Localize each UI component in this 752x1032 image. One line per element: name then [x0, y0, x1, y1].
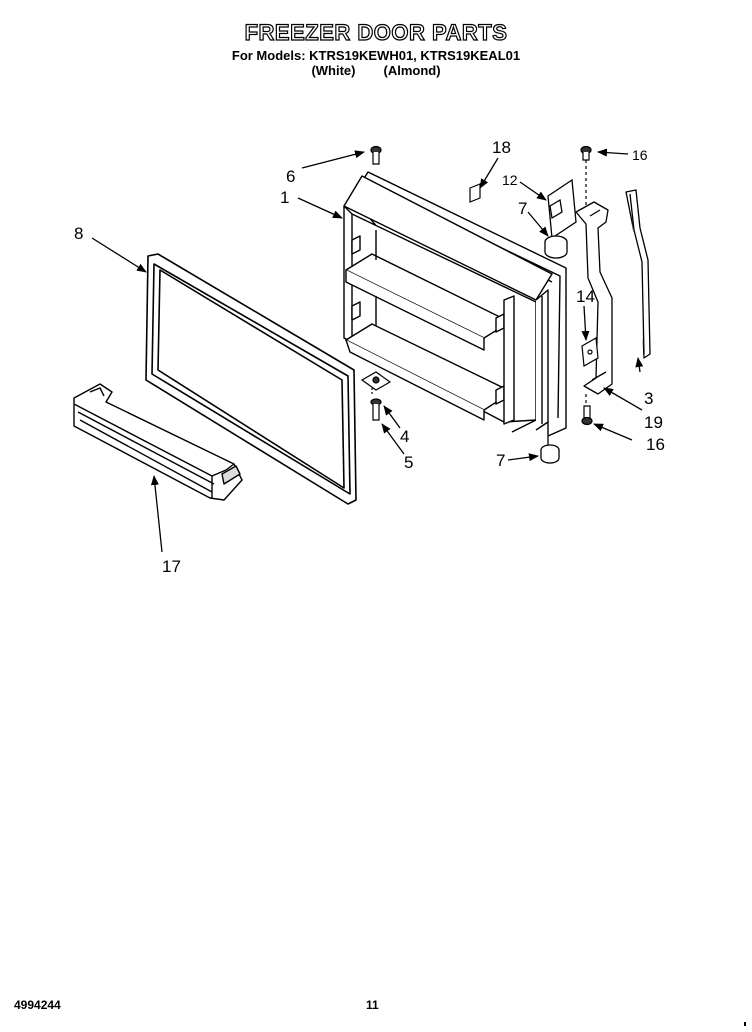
- leader-lines: [91, 148, 644, 553]
- lower-bracket: [581, 337, 599, 367]
- callout-4: 4: [400, 427, 409, 446]
- color-line: (White) (Almond): [0, 63, 752, 78]
- screw-bottom-16: [581, 394, 593, 426]
- document-number: 4994244: [14, 998, 61, 1012]
- door-liner: [343, 171, 567, 437]
- models-line: For Models: KTRS19KEWH01, KTRS19KEAL01: [231, 48, 521, 63]
- callout-8: 8: [74, 224, 83, 243]
- callout-16-bottom: 16: [646, 435, 665, 454]
- callout-1: 1: [280, 188, 289, 207]
- callout-14: 14: [576, 287, 595, 306]
- callout-6: 6: [286, 167, 295, 186]
- header: FREEZER DOOR PARTS For Models: KTRS19KEW…: [0, 19, 752, 78]
- page-title: FREEZER DOOR PARTS: [244, 19, 508, 45]
- door-handle: [73, 383, 243, 501]
- lower-hinge-plate: [360, 371, 392, 396]
- top-hinge: [547, 178, 577, 240]
- door-stop: [469, 183, 481, 203]
- callout-5: 5: [404, 453, 413, 472]
- callout-7-upper: 7: [518, 199, 527, 218]
- callout-3: 3: [644, 389, 653, 408]
- callout-7-lower: 7: [496, 451, 505, 470]
- corner-mark: [744, 1022, 746, 1026]
- callout-16-top: 16: [632, 147, 648, 163]
- hinge-pin-upper: [544, 235, 568, 259]
- seal-strip: [625, 189, 651, 359]
- callout-18: 18: [492, 138, 511, 157]
- page-number: 11: [366, 998, 379, 1012]
- hinge-bracket: [575, 201, 613, 395]
- door-gasket: [145, 253, 357, 505]
- screw-top-16: [580, 145, 592, 206]
- color-almond: (Almond): [383, 63, 441, 78]
- callout-12: 12: [502, 172, 518, 188]
- hinge-pin-lower: [540, 436, 560, 464]
- color-white: (White): [311, 63, 356, 78]
- callout-19: 19: [644, 413, 663, 432]
- screw-top-6: [370, 145, 382, 165]
- lower-hinge-screw: [370, 398, 382, 421]
- callout-17: 17: [162, 557, 181, 576]
